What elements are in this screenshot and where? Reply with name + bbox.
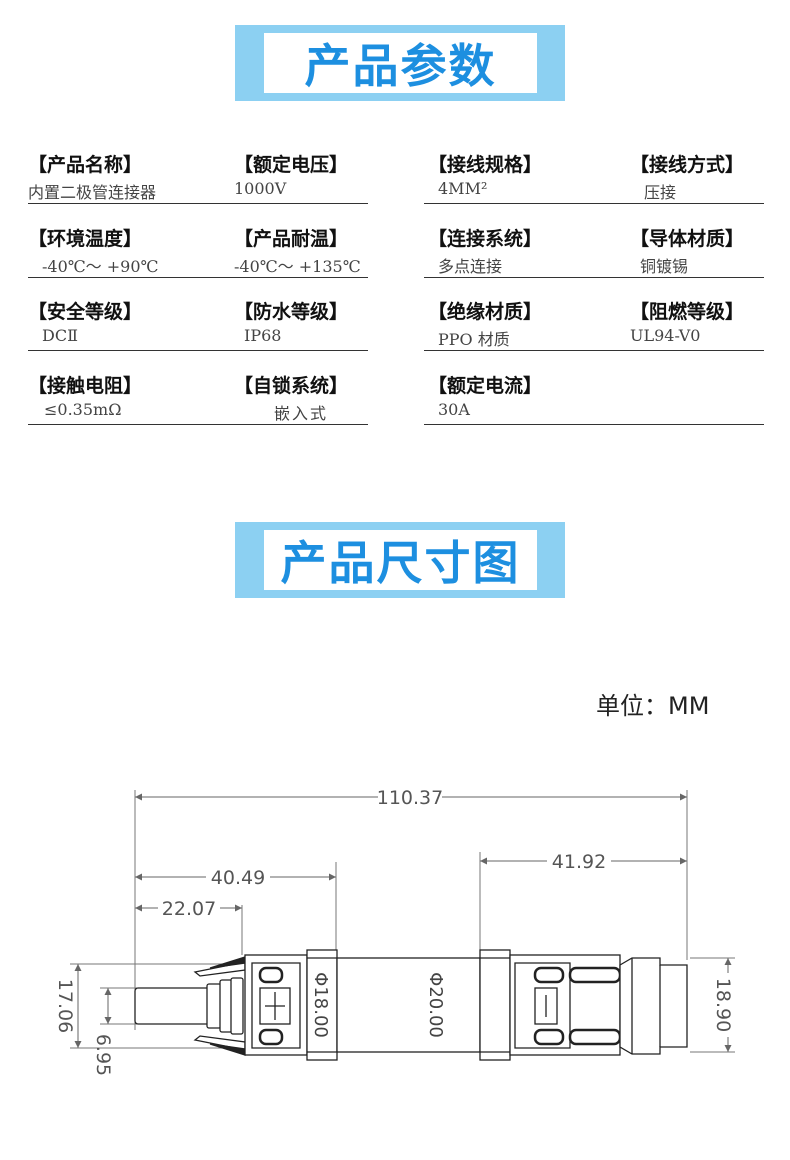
param-value: PPO 材质 [438, 330, 510, 349]
dim-length-22: 22.07 [162, 898, 216, 920]
param-label: 【绝缘材质】 [428, 301, 543, 323]
dim-diameter-18-group: Φ18.00 [310, 963, 333, 1047]
size-title-banner: 产品尺寸图 [235, 522, 565, 598]
param-value: 压接 [644, 183, 677, 202]
param-cell-connection-system: 【连接系统】 多点连接 【导体材质】 铜镀锡 [424, 224, 764, 298]
dim-length-40: 40.49 [211, 867, 265, 889]
param-value: 嵌入式 [274, 404, 329, 423]
size-title: 产品尺寸图 [280, 536, 521, 590]
dim-height-17-group: 17.06 [54, 974, 77, 1038]
param-value: IP68 [244, 326, 282, 345]
dim-diameter-20-group: Φ20.00 [425, 961, 448, 1049]
size-title-box: 产品尺寸图 [264, 530, 537, 590]
param-cell-temperature: 【环境温度】 -40℃～ +90℃ 【产品耐温】 -40℃～ +135℃ [28, 224, 368, 298]
dim-diameter-18: Φ18.00 [310, 972, 331, 1038]
param-value: ≤0.35mΩ [44, 400, 122, 419]
param-label: 【额定电流】 [428, 375, 543, 397]
dim-height-17: 17.06 [54, 979, 76, 1033]
divider [424, 277, 764, 278]
dim-height-18-90-group: 18.90 [712, 973, 735, 1037]
dim-diameter-20: Φ20.00 [425, 972, 446, 1038]
param-label: 【产品耐温】 [234, 228, 349, 250]
divider [28, 424, 368, 425]
divider [28, 203, 368, 204]
param-label: 【额定电压】 [234, 154, 349, 176]
dim-height-6-group: 6.95 [92, 1034, 114, 1076]
param-label: 【接线规格】 [428, 154, 543, 176]
param-value: 4MM² [438, 179, 488, 198]
connector-body [134, 949, 688, 1061]
param-cell-insulation: 【绝缘材质】 PPO 材质 【阻燃等级】 UL94-V0 [424, 297, 764, 371]
param-cell-rated-current: 【额定电流】 30A [424, 371, 764, 445]
dim-height-6: 6.95 [92, 1034, 114, 1076]
param-value: DCⅡ [42, 326, 78, 345]
param-value: UL94-V0 [630, 326, 701, 345]
param-cell-product-name: 【产品名称】 内置二极管连接器 【额定电压】 1000V [28, 150, 368, 224]
params-title-banner: 产品参数 [235, 25, 565, 101]
dim-length-41: 41.92 [552, 851, 606, 873]
divider [28, 277, 368, 278]
param-label: 【环境温度】 [28, 228, 143, 250]
params-title-box: 产品参数 [264, 33, 537, 93]
param-value: 1000V [234, 179, 287, 198]
divider [424, 424, 764, 425]
param-value: -40℃～ +135℃ [234, 257, 361, 276]
param-label: 【阻燃等级】 [630, 301, 745, 323]
param-cell-contact-resistance: 【接触电阻】 ≤0.35mΩ 【自锁系统】 嵌入式 [28, 371, 368, 445]
unit-label: 单位：MM [596, 692, 710, 720]
param-label: 【产品名称】 [28, 154, 143, 176]
param-value: 多点连接 [438, 257, 503, 276]
param-value: 30A [438, 400, 470, 419]
divider [424, 203, 764, 204]
params-title: 产品参数 [304, 39, 497, 93]
param-label: 【接触电阻】 [28, 375, 143, 397]
param-label: 【导体材质】 [630, 228, 745, 250]
param-value: 内置二极管连接器 [28, 183, 157, 202]
param-label: 【安全等级】 [28, 301, 143, 323]
param-label: 【连接系统】 [428, 228, 543, 250]
divider [424, 350, 764, 351]
param-label: 【自锁系统】 [234, 375, 349, 397]
param-cell-safety: 【安全等级】 DCⅡ 【防水等级】 IP68 [28, 297, 368, 371]
param-value: -40℃～ +90℃ [42, 257, 159, 276]
param-value: 铜镀锡 [640, 257, 689, 276]
param-label: 【接线方式】 [630, 154, 745, 176]
dim-height-18-90: 18.90 [712, 978, 734, 1032]
param-cell-wire-spec: 【接线规格】 4MM² 【接线方式】 压接 [424, 150, 764, 224]
divider [28, 350, 368, 351]
dim-total-length: 110.37 [377, 787, 443, 809]
param-label: 【防水等级】 [234, 301, 349, 323]
